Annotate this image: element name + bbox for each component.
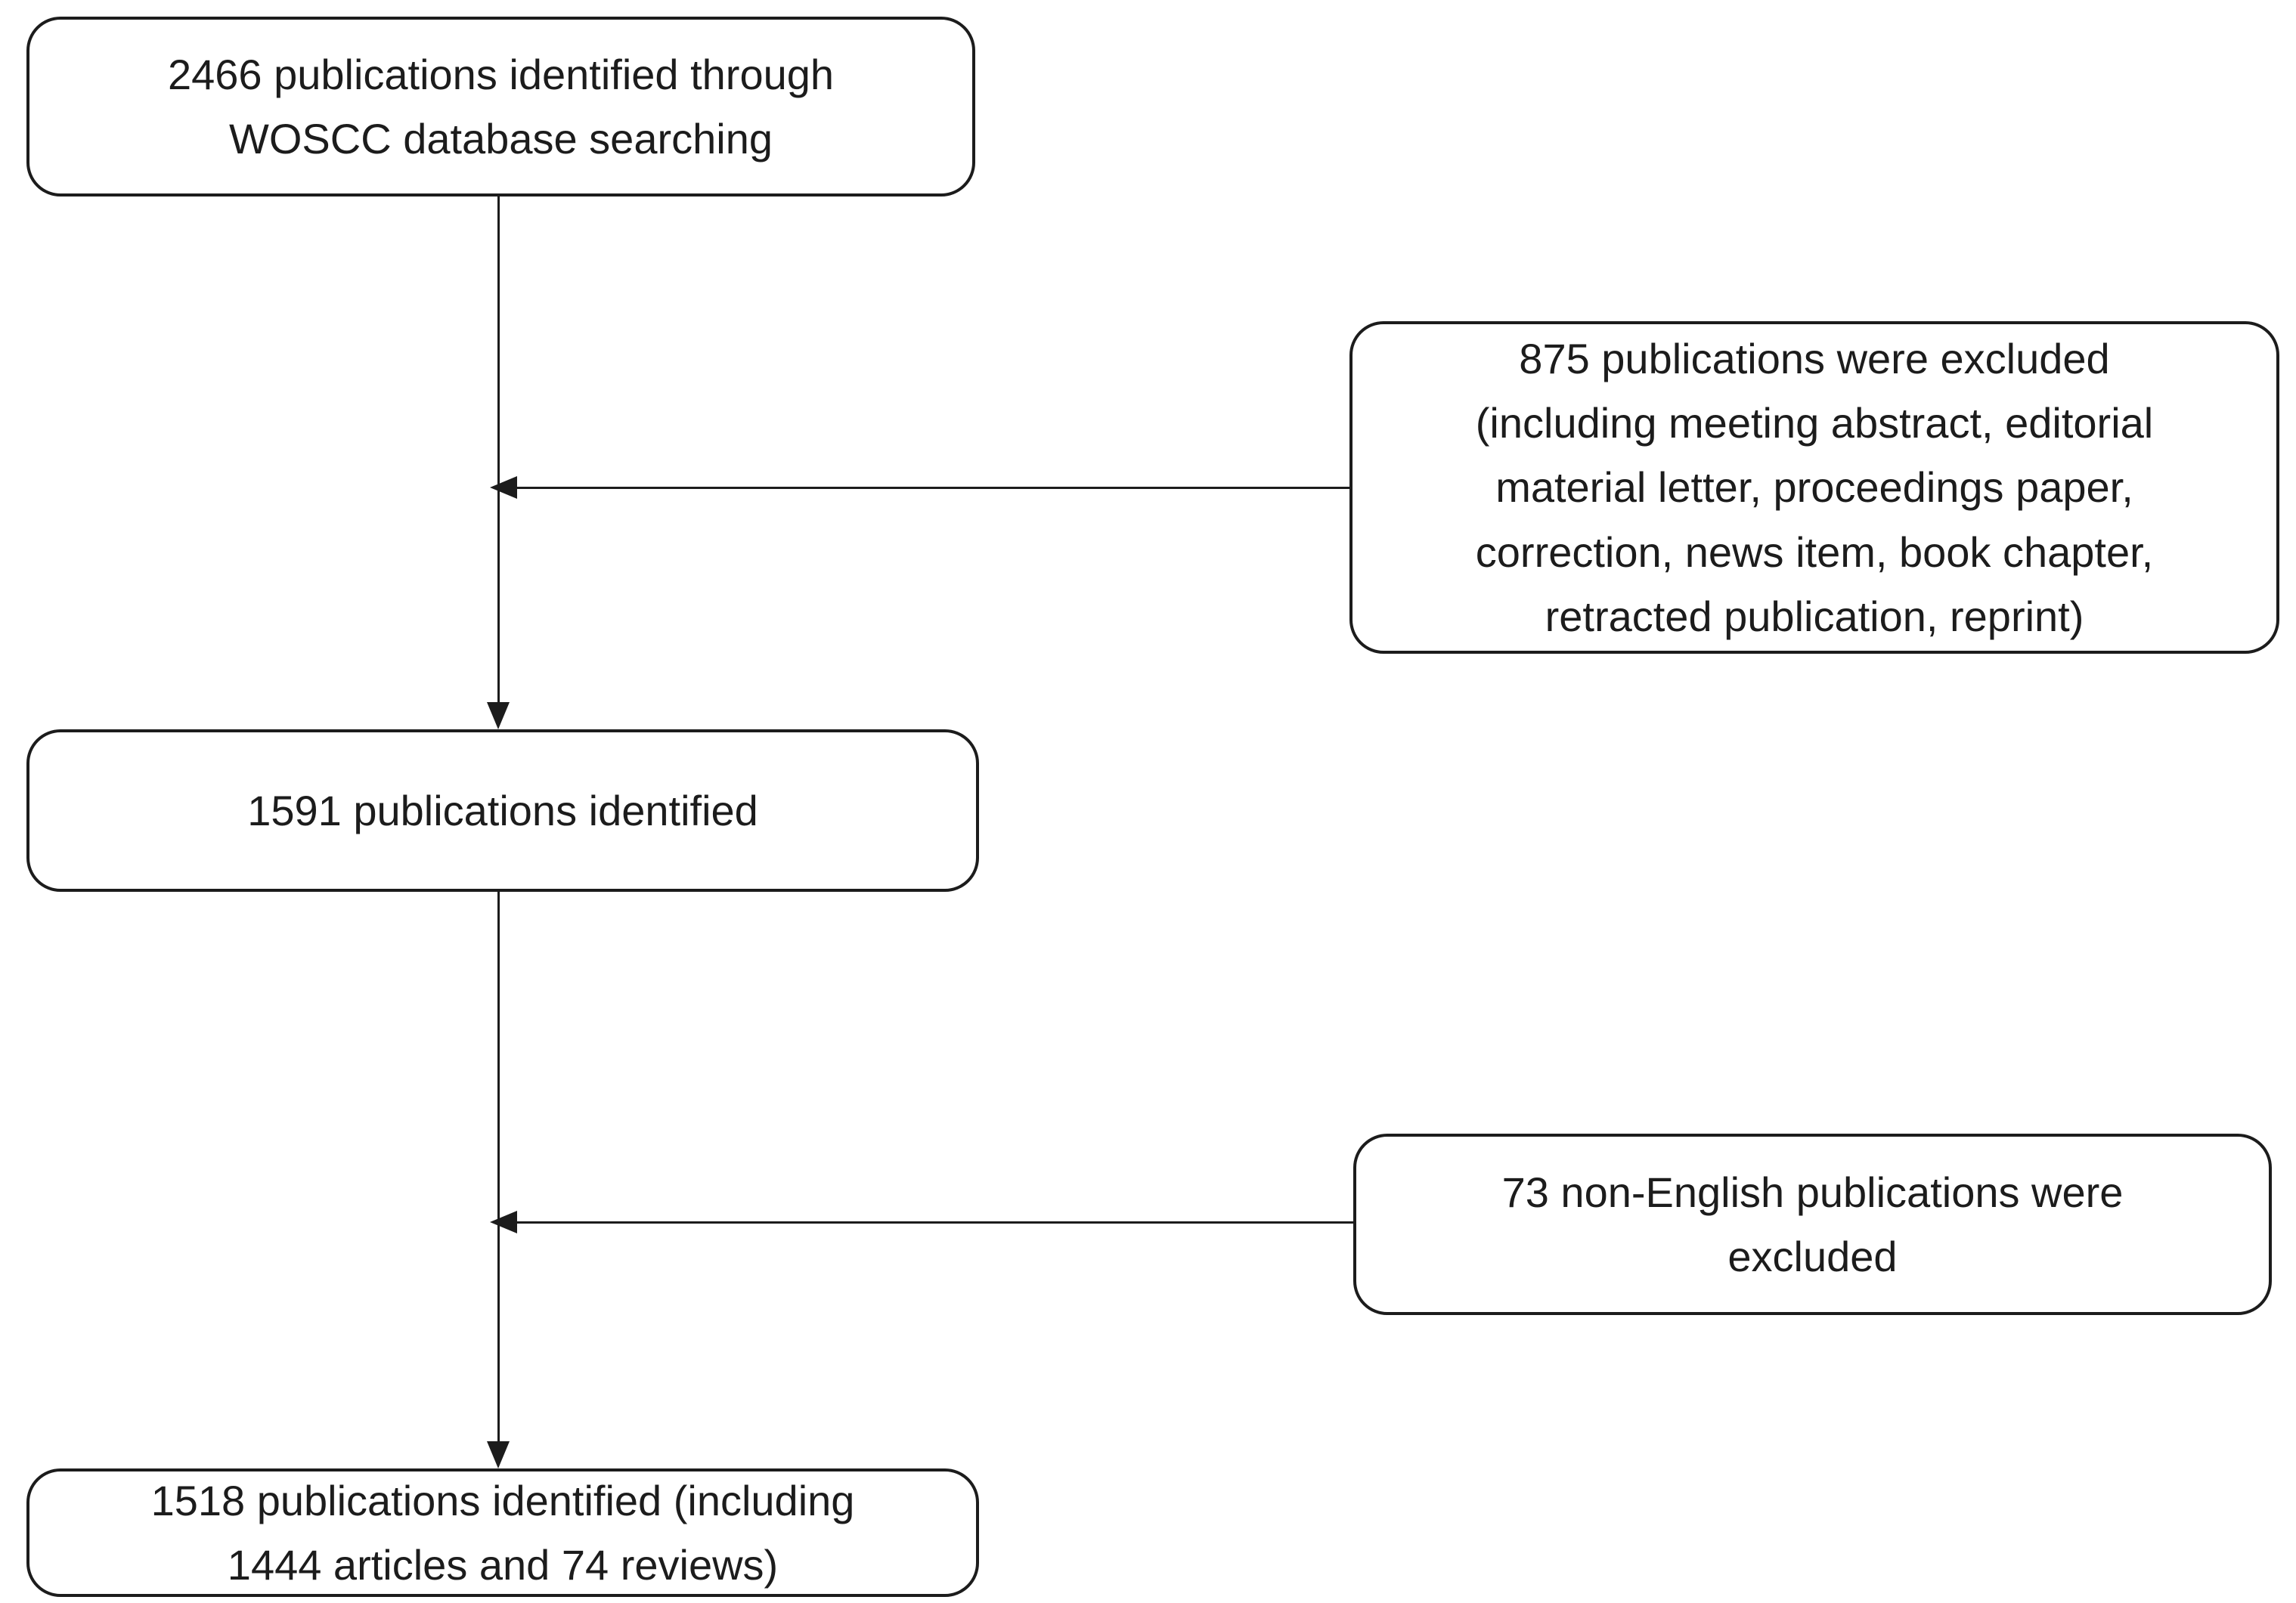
connector-top-to-middle-line (497, 197, 500, 704)
box-excluded-non-english: 73 non-English publications were exclude… (1353, 1134, 2272, 1315)
box-final-publications: 1518 publications identified (including … (26, 1468, 979, 1597)
connector-excluded2-to-flow-line (511, 1221, 1353, 1224)
arrowhead-left-from-excluded1-icon (490, 476, 517, 499)
box-publications-identified-woscc: 2466 publications identified through WOS… (26, 17, 975, 197)
box-final-publications-text: 1518 publications identified (including … (150, 1476, 855, 1589)
box-excluded-document-types-text: 875 publications were excluded (includin… (1475, 335, 2154, 640)
connector-middle-to-bottom-line (497, 892, 500, 1444)
connector-excluded1-to-flow-line (511, 487, 1349, 489)
box-excluded-non-english-text: 73 non-English publications were exclude… (1501, 1168, 2124, 1280)
box-publications-after-type-exclusion: 1591 publications identified (26, 729, 979, 892)
arrowhead-down-into-middle-box-icon (487, 702, 510, 729)
box-publications-after-type-exclusion-text: 1591 publications identified (247, 786, 758, 834)
box-publications-identified-woscc-text: 2466 publications identified through WOS… (167, 50, 835, 162)
arrowhead-down-into-bottom-box-icon (487, 1441, 510, 1468)
box-excluded-document-types: 875 publications were excluded (includin… (1349, 321, 2279, 654)
arrowhead-left-from-excluded2-icon (490, 1211, 517, 1233)
